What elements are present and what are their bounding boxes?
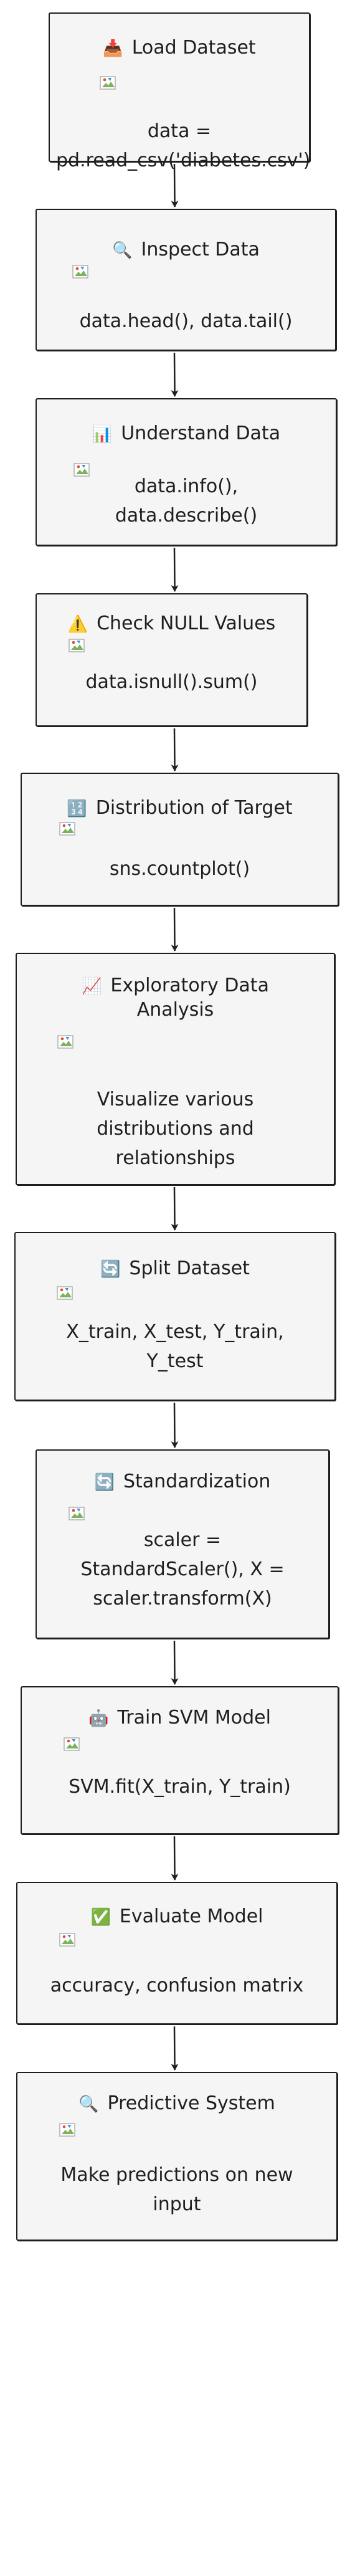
broken-image-icon [59,2123,78,2139]
flow-node-title: ⚠️ Check NULL Values [37,612,306,636]
numbers-icon: 🔢 [67,799,87,818]
broken-image-icon [72,265,91,281]
flow-node-nulls: ⚠️ Check NULL Values data.isnull().sum() [36,593,308,727]
flow-node-body: sns.countplot() [28,854,331,884]
check-mark-icon: ✅ [90,1908,111,1927]
flow-node-title-text: Load Dataset [131,37,256,59]
flow-node-title-text: Distribution of Target [95,797,293,819]
flow-node-body-line: data.info(), [134,475,239,497]
flow-node-title: 📥 Load Dataset [50,36,309,60]
flow-node-title-text: Understand Data [121,422,281,444]
flow-node-title-text: Analysis [136,999,214,1021]
flow-node-body-line: X_train, X_test, Y_train, [66,1321,284,1343]
flow-node-title-text: Train SVM Model [117,1707,271,1729]
flow-node-body-line: scaler = [143,1529,222,1551]
flow-node-body: Visualize various distributions and relati… [23,1085,328,1173]
flow-node-body: X_train, X_test, Y_train, Y_test [22,1317,328,1376]
flow-node-title: 🔍 Inspect Data [37,238,335,262]
flow-node-body-line: data.isnull().sum() [85,671,258,693]
flow-node-body-line: data.head(), data.tail() [79,310,293,332]
flow-node-body: data.info(), data.describe() [43,472,329,530]
cycle-icon: 🔄 [94,1473,115,1492]
arrow-evaluate-to-predict [171,2026,179,2071]
flow-node-body: data = pd.read_csv('diabetes.csv') [56,117,311,175]
flow-node-target: 🔢 Distribution of Target sns.countplot() [21,773,339,906]
flow-node-inspect: 🔍 Inspect Data data.head(), data.tail() [36,209,336,351]
broken-image-icon [59,1933,78,1949]
flow-node-body-line: Y_test [146,1350,204,1372]
arrow-load-to-inspect [171,163,179,208]
flow-node-standardize: 🔄 Standardization scaler = StandardScaler()… [36,1449,329,1639]
flow-node-body-line: sns.countplot() [109,858,250,880]
arrow-understand-to-nulls [171,547,179,592]
broken-image-icon [57,1035,76,1051]
magnifier-icon: 🔍 [112,241,133,260]
flow-node-body-line: data = [147,120,212,142]
flow-node-body: data.head(), data.tail() [43,307,329,336]
flow-node-title-text: Check NULL Values [97,613,276,634]
flow-node-body-line: data.describe() [115,505,258,527]
bar-chart-icon: 📊 [92,425,113,444]
flow-node-evaluate: ✅ Evaluate Model accuracy, confusion matri… [16,1882,338,2025]
flow-node-body-line: pd.read_csv('diabetes.csv') [56,150,311,171]
flow-node-title: 🔢 Distribution of Target [22,796,338,821]
flow-node-title-text: Standardization [123,1471,271,1492]
broken-image-icon [57,1286,75,1302]
arrow-split-to-standardize [171,1402,179,1448]
arrow-nulls-to-target [171,728,179,771]
flow-node-title-text: Predictive System [107,2092,275,2114]
flow-node-body: scaler = StandardScaler(), X = scaler.tran… [43,1525,322,1613]
flow-node-understand: 📊 Understand Data data.info(), data.describ… [36,398,337,546]
flow-node-load: 📥 Load Dataset data = pd.read_csv('diabetes… [49,12,311,171]
flow-node-title: 🔍 Predictive System [17,2092,336,2116]
inbox-tray-icon: 📥 [103,39,123,58]
flow-node-body-line: accuracy, confusion matrix [50,1975,304,1996]
flow-node-body-line: input [153,2193,201,2215]
robot-icon: 🤖 [88,1709,109,1728]
flow-node-title: ✅ Evaluate Model [17,1905,336,1929]
flow-node-body: SVM.fit(X_train, Y_train) [28,1772,331,1801]
broken-image-icon [59,822,78,838]
arrow-standardize-to-train [171,1640,179,1685]
flow-node-body-line: Make predictions on new [60,2164,293,2186]
flow-node-title: 🔄 Standardization [37,1470,328,1494]
broken-image-icon [73,463,92,479]
flow-node-body-line: StandardScaler(), X = [80,1558,285,1580]
flow-node-title-text: Exploratory Data [110,975,269,996]
flow-node-title: 🔄 Split Dataset [16,1257,334,1281]
broken-image-icon [69,639,87,655]
arrow-target-to-eda [171,907,179,952]
magnifier-icon: 🔍 [78,2095,99,2114]
arrow-eda-to-split [171,1186,179,1231]
flow-node-title: 📊 Understand Data [37,422,336,446]
flow-node-title: 🤖 Train SVM Model [22,1706,338,1730]
broken-image-icon [100,76,118,92]
flow-node-body-line: relationships [115,1147,235,1169]
flow-node-body: accuracy, confusion matrix [24,1971,330,2000]
flow-node-body: data.isnull().sum() [43,667,300,697]
cycle-icon: 🔄 [100,1260,121,1279]
flow-node-body-line: SVM.fit(X_train, Y_train) [69,1776,291,1798]
flow-node-body-line: distributions and [97,1118,254,1140]
arrow-inspect-to-understand [171,352,179,397]
trend-chart-icon: 📈 [82,977,102,996]
broken-image-icon [69,1507,87,1523]
arrow-train-to-evaluate [171,1836,179,1881]
flow-node-body-line: scaler.transform(X) [93,1588,272,1610]
flow-node-title-text: Evaluate Model [119,1906,263,1927]
flow-node-title-text: Split Dataset [129,1257,250,1279]
flow-node-body: Make predictions on new input [24,2160,330,2219]
warning-icon: ⚠️ [67,615,88,634]
broken-image-icon [64,1737,82,1753]
flow-node-title-text: Inspect Data [141,239,260,260]
flow-node-body-line: Visualize various [97,1089,254,1110]
